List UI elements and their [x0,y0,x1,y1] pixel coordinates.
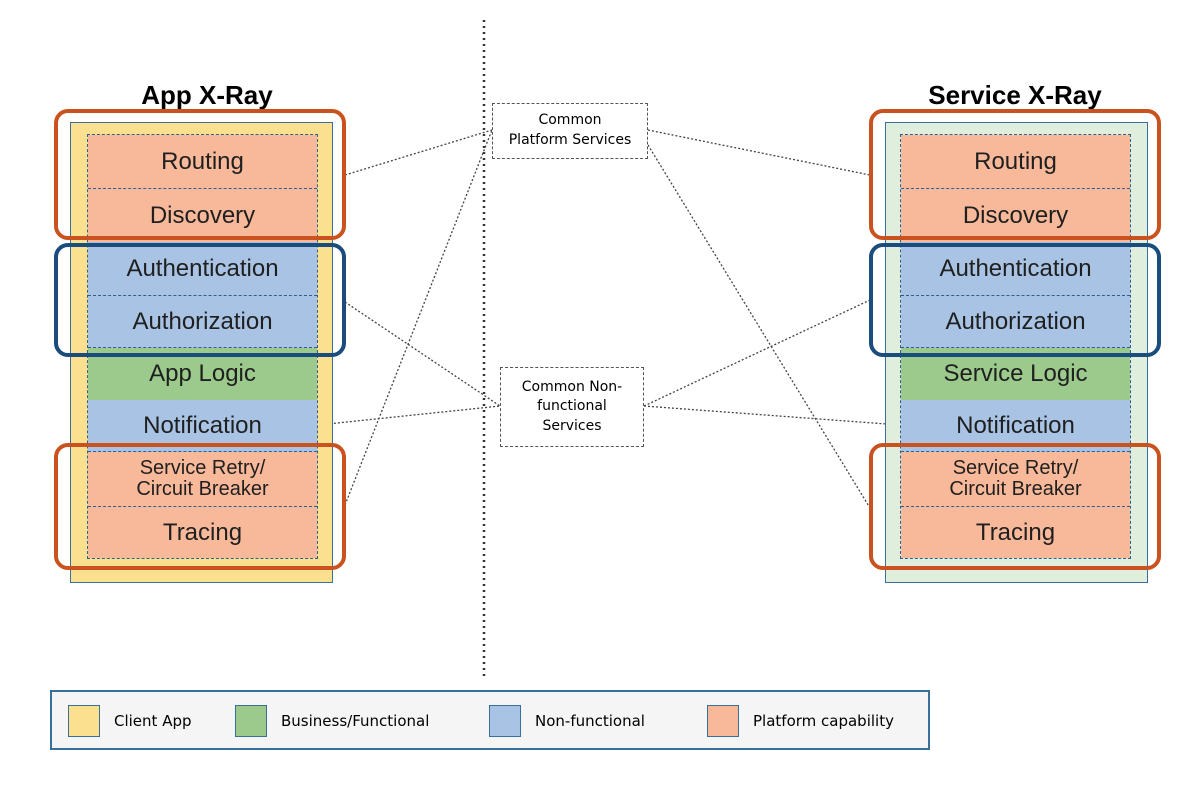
legend-label: Client App [114,712,192,730]
legend-label: Platform capability [753,712,894,730]
right-layer-stack [900,134,1131,559]
link-right-auth-nonfunc [643,299,871,407]
legend-item-non-functional: Non-functional [489,705,645,737]
link-right-tracing-platform [647,144,871,509]
common-platform-services-box: Common Platform Services [492,103,648,159]
left-authorization-layer: Authorization [88,296,317,348]
link-left-tracing-platform [344,129,493,506]
right-nonfunctional-group [869,243,1161,357]
right-authorization-layer: Authorization [901,296,1130,348]
app-xray-title: App X-Ray [141,80,273,110]
left-layer-stack [87,134,318,559]
right-platform-group-top [869,109,1161,240]
right-authentication-layer: Authentication [901,242,1130,296]
legend-item-business-functional: Business/Functional [235,705,429,737]
link-right-routing-platform [647,129,871,176]
right-platform-group-bottom [869,443,1161,570]
right-tracing-layer: Tracing [901,507,1130,558]
business-functional-swatch [235,705,267,737]
right-discovery-layer: Discovery [901,189,1130,242]
left-platform-group-bottom [54,443,346,570]
left-discovery-layer: Discovery [88,189,317,242]
platform-capability-swatch [707,705,739,737]
non-functional-swatch [489,705,521,737]
legend-item-client-app: Client App [68,705,192,737]
legend-label: Non-functional [535,712,645,730]
client-app-swatch [68,705,100,737]
service-xray-title: Service X-Ray [928,80,1102,110]
legend-item-platform-capability: Platform capability [707,705,894,737]
left-nonfunctional-group [54,243,346,357]
link-left-auth-nonfunc [344,301,501,407]
left-retry-layer: Service Retry/ Circuit Breaker [88,452,317,507]
right-routing-layer: Routing [901,135,1130,189]
legend: Client App Business/Functional Non-funct… [50,690,930,750]
left-routing-layer: Routing [88,135,317,189]
left-tracing-layer: Tracing [88,507,317,558]
link-left-routing-platform [344,129,493,176]
left-authentication-layer: Authentication [88,242,317,296]
link-left-notification-nonfunc [317,405,501,426]
right-retry-layer: Service Retry/ Circuit Breaker [901,452,1130,507]
left-platform-group-top [54,109,346,240]
legend-label: Business/Functional [281,712,430,730]
common-nonfunctional-services-box: Common Non- functional Services [500,367,644,447]
link-right-notification-nonfunc [643,405,901,426]
